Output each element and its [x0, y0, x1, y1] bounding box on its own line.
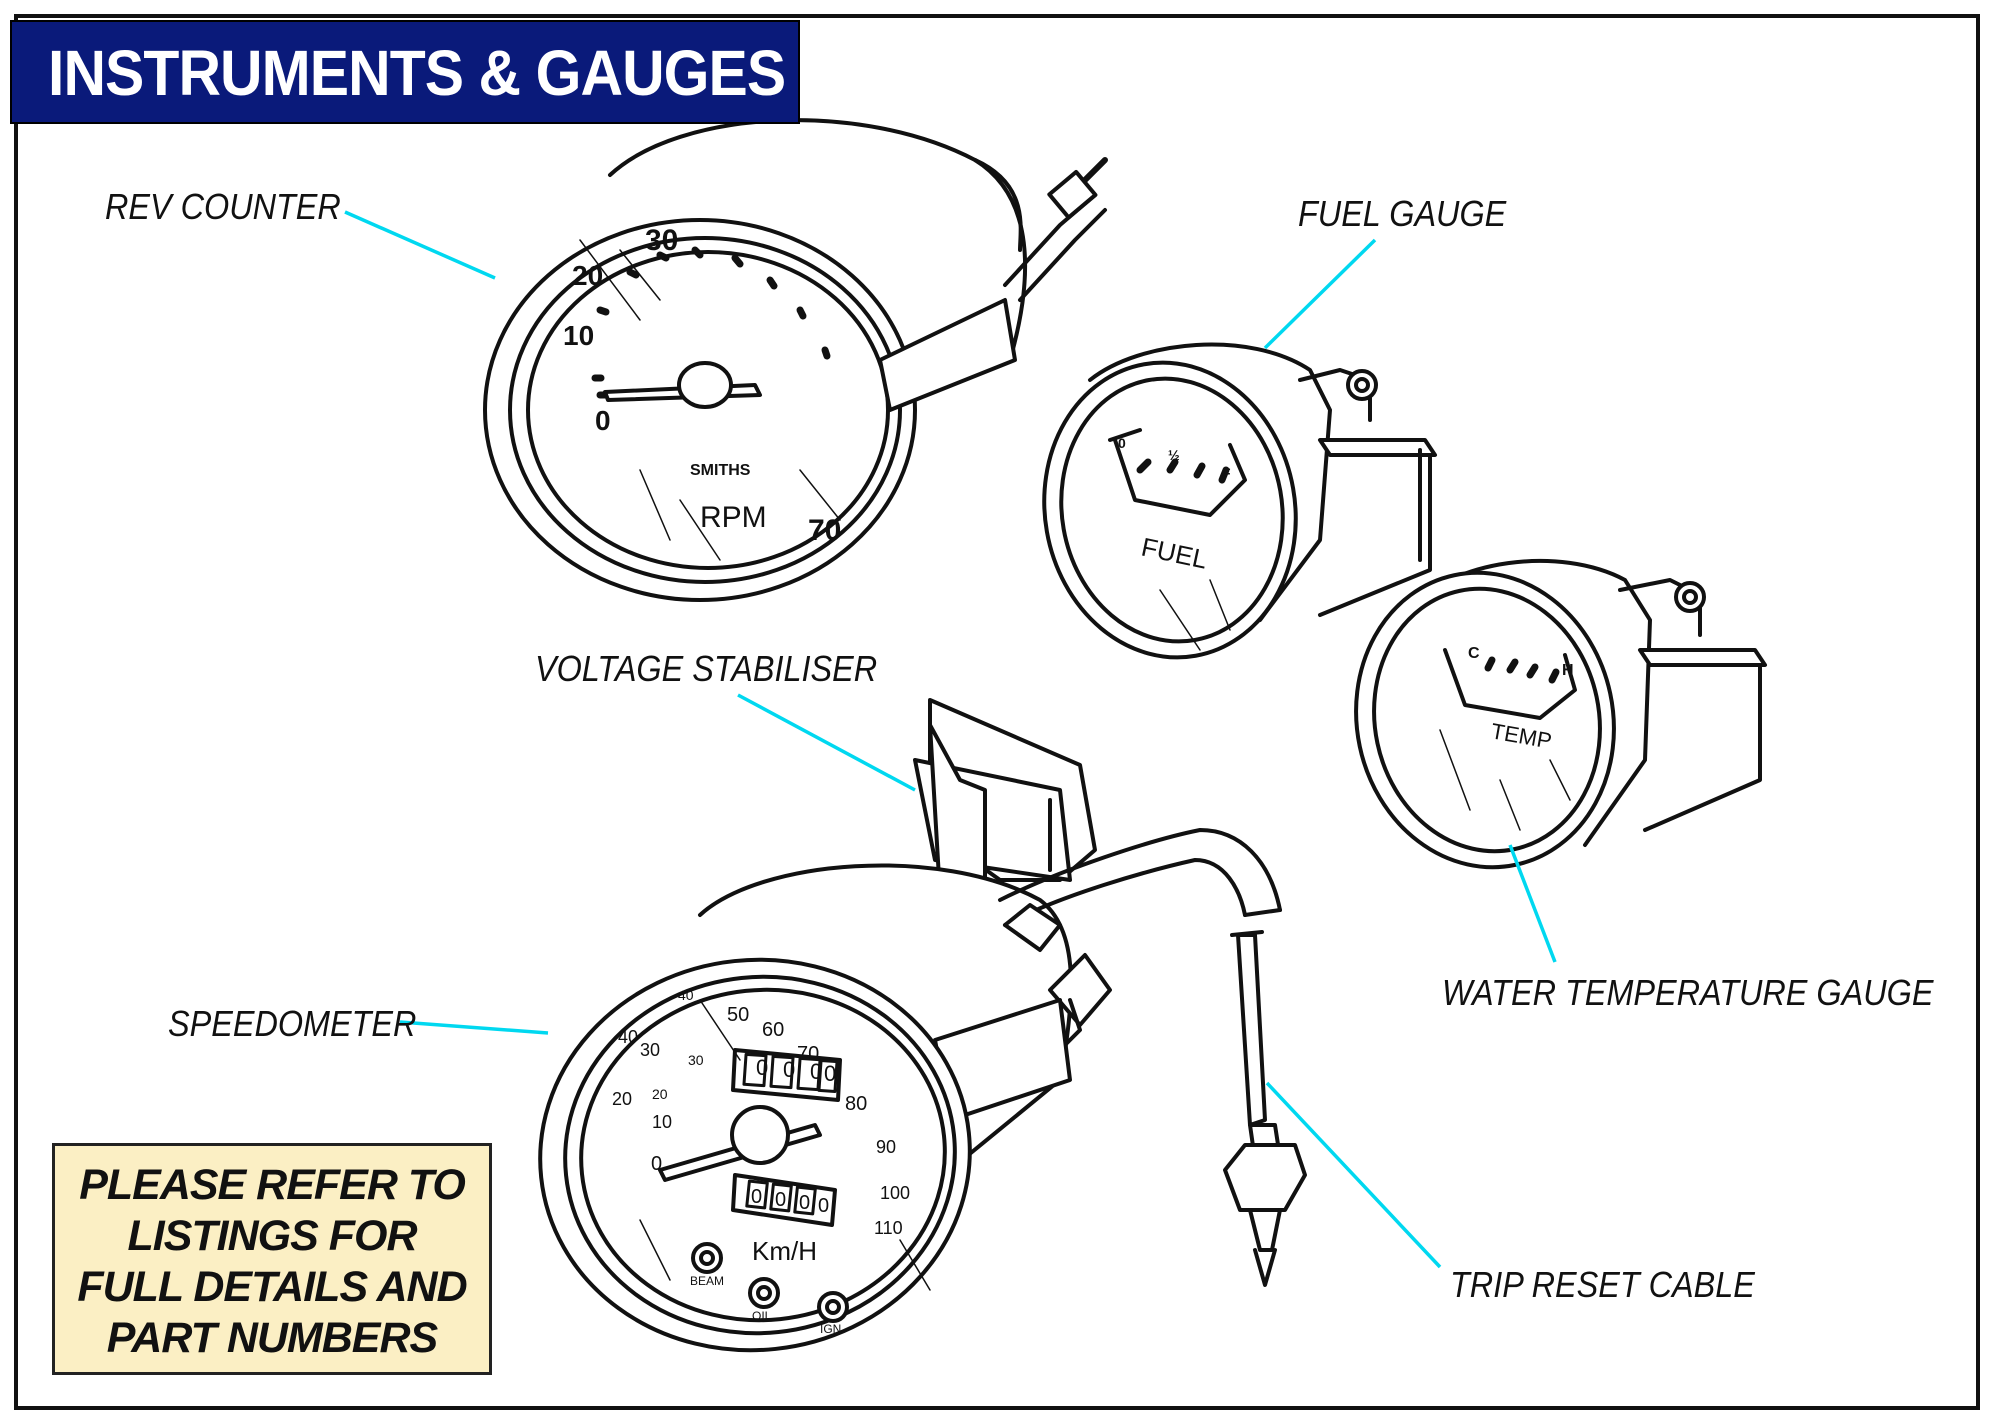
leader-fuel-gauge: [1263, 238, 1377, 350]
rev-tick-0: 0: [595, 405, 611, 436]
page-title: INSTRUMENTS & GAUGES: [48, 37, 786, 109]
speedo-kmh-40: 40: [618, 1027, 638, 1047]
note-line-2: LISTINGS FOR: [127, 1212, 418, 1260]
label-fuel-gauge: FUEL GAUGE: [1298, 193, 1507, 234]
fuel-tick-empty: 0: [1118, 435, 1126, 451]
label-trip-reset-cable: TRIP RESET CABLE: [1450, 1264, 1755, 1305]
water-temperature-gauge: [1354, 558, 1767, 870]
speedo-kmh-30: 30: [688, 1052, 704, 1068]
trip-digit-4: 0: [818, 1195, 829, 1217]
odometer-digit-2: 0: [783, 1057, 795, 1082]
odometer-digit-4: 0: [824, 1061, 836, 1086]
speedo-mph-0: 0: [651, 1153, 662, 1175]
rev-unit: RPM: [700, 501, 767, 534]
lamp-ign-label: IGN: [820, 1322, 841, 1336]
label-water-temperature-gauge: WATER TEMPERATURE GAUGE: [1442, 972, 1934, 1013]
leader-speedometer: [399, 1020, 549, 1035]
speedo-mph-60: 60: [762, 1019, 784, 1041]
label-rev-counter: REV COUNTER: [105, 186, 341, 227]
fuel-tick-full: F: [1222, 465, 1231, 481]
trip-reset-cable-part: [1223, 930, 1307, 1287]
odometer-digit-3: 0: [810, 1059, 822, 1084]
speedo-kmh-40b: 40: [678, 987, 694, 1003]
rev-tick-30: 30: [645, 224, 678, 257]
leader-water-temp: [1508, 844, 1557, 963]
note-line-3: FULL DETAILS AND: [77, 1263, 467, 1311]
speedo-kmh-20: 20: [652, 1086, 668, 1102]
label-speedometer: SPEEDOMETER: [168, 1003, 417, 1044]
speedo-mph-100: 100: [880, 1183, 910, 1203]
label-voltage-stabiliser: VOLTAGE STABILISER: [535, 648, 878, 689]
rev-tick-20: 20: [572, 260, 603, 291]
odometer-digit-1: 0: [756, 1055, 768, 1080]
trip-digit-1: 0: [751, 1186, 762, 1208]
fuel-tick-half: ½: [1168, 447, 1180, 463]
lamp-beam-label: BEAM: [690, 1274, 724, 1288]
speedo-mph-90: 90: [876, 1137, 896, 1157]
temp-tick-hot: H: [1562, 662, 1574, 679]
note-line-1: PLEASE REFER TO: [79, 1161, 466, 1209]
speedometer-gauge: [538, 828, 1282, 1353]
rev-tick-70: 70: [808, 514, 841, 547]
note-line-4: PART NUMBERS: [106, 1314, 438, 1362]
speedo-mph-50: 50: [727, 1004, 749, 1026]
speedo-unit: Km/H: [752, 1236, 817, 1266]
rev-tick-10: 10: [563, 320, 594, 351]
speedo-mph-80: 80: [845, 1093, 867, 1115]
trip-digit-2: 0: [775, 1189, 786, 1211]
temp-tick-cold: C: [1468, 645, 1480, 662]
fuel-gauge: [1042, 342, 1437, 660]
title-banner: INSTRUMENTS & GAUGES: [10, 20, 800, 124]
rev-counter-gauge: [483, 118, 1108, 602]
speedo-mph-70: 70: [797, 1043, 819, 1065]
voltage-stabiliser-part: [913, 698, 1097, 917]
reference-note-box: PLEASE REFER TO LISTINGS FOR FULL DETAIL…: [52, 1143, 492, 1375]
leader-voltage-stabiliser: [737, 693, 916, 792]
speedo-mph-110: 110: [874, 1218, 903, 1238]
speedo-mph-10: 10: [652, 1112, 672, 1132]
leader-trip-reset: [1265, 1081, 1442, 1269]
diagram-frame: [14, 14, 1980, 1410]
speedo-mph-30: 30: [640, 1040, 660, 1060]
lamp-oil-label: OIL: [752, 1309, 772, 1323]
leader-rev-counter: [344, 210, 496, 280]
speedo-mph-20: 20: [612, 1089, 632, 1109]
rev-brand: SMITHS: [690, 462, 751, 479]
trip-digit-3: 0: [799, 1192, 810, 1214]
